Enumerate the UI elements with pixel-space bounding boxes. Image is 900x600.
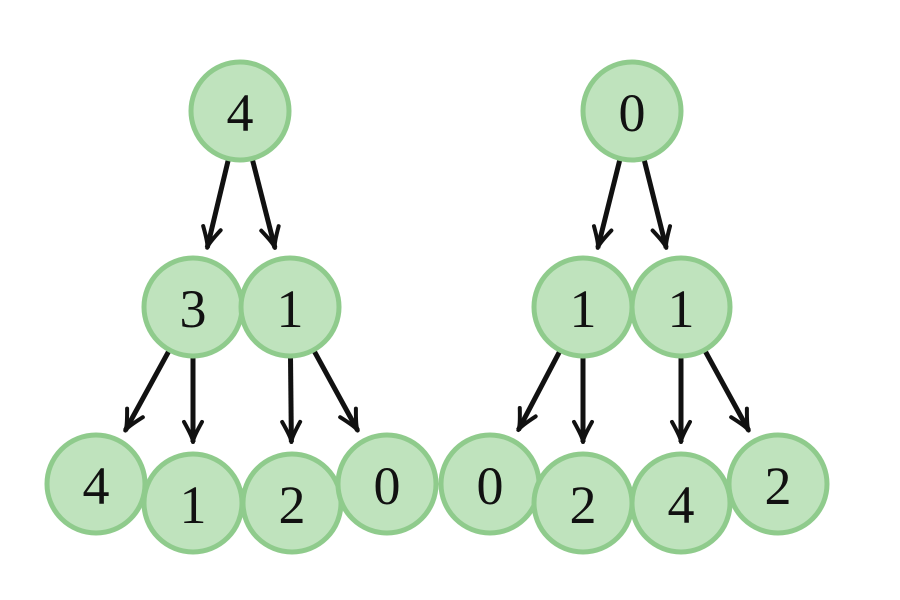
graph-node[interactable]: 0 <box>580 59 684 163</box>
edge-line <box>310 347 360 432</box>
graph-node[interactable]: 1 <box>238 255 342 359</box>
edge-line <box>595 155 624 249</box>
edge-R1-R4 <box>572 354 594 444</box>
node-label: 1 <box>180 475 207 535</box>
graph-node[interactable]: 4 <box>188 59 292 163</box>
node-circle[interactable] <box>726 432 830 536</box>
arrowhead-icon <box>572 419 594 444</box>
edge-line <box>287 353 294 443</box>
node-circle[interactable] <box>335 432 439 536</box>
arrowhead-icon <box>591 224 614 250</box>
graph-node[interactable]: 1 <box>629 255 733 359</box>
node-circle[interactable] <box>188 59 292 163</box>
edge-line <box>516 347 564 432</box>
node-label: 1 <box>570 279 597 339</box>
node-label: 1 <box>668 279 695 339</box>
graph-node[interactable]: 4 <box>629 451 733 555</box>
edge-L1-L4 <box>182 354 204 444</box>
arrowhead-icon <box>670 419 692 444</box>
edge-line <box>640 155 669 249</box>
node-label: 1 <box>277 279 304 339</box>
graph-node[interactable]: 1 <box>141 451 245 555</box>
arrowhead-icon <box>338 406 360 433</box>
edge-L0-L1 <box>201 156 232 250</box>
arrowhead-icon <box>259 224 281 250</box>
edge-R1-R3 <box>516 347 564 432</box>
edge-R2-R5 <box>670 354 692 444</box>
edge-line <box>701 347 751 432</box>
node-label: 4 <box>668 475 695 535</box>
edge-R0-R2 <box>640 155 673 250</box>
node-circle[interactable] <box>629 255 733 359</box>
node-circle[interactable] <box>238 255 342 359</box>
edge-R0-R1 <box>591 155 624 250</box>
arrowhead-icon <box>650 224 673 250</box>
arrowhead-icon <box>182 419 204 444</box>
arrowhead-icon <box>280 419 303 445</box>
edge-L0-L2 <box>249 155 281 250</box>
edge-L1-L3 <box>123 347 173 433</box>
node-label: 2 <box>570 475 597 535</box>
edges-layer <box>123 155 751 445</box>
graph-node[interactable]: 2 <box>726 432 830 536</box>
edge-L2-L5 <box>280 353 303 445</box>
arrowhead-icon <box>516 406 538 432</box>
graph-node[interactable]: 2 <box>531 451 635 555</box>
edge-line <box>123 347 173 432</box>
node-label: 3 <box>180 279 207 339</box>
edge-R2-R6 <box>701 347 751 433</box>
nodes-layer: 4 3 1 4 1 2 0 0 1 1 0 2 4 2 <box>44 59 830 555</box>
node-label: 4 <box>227 83 254 143</box>
node-label: 2 <box>765 456 792 516</box>
graph-node[interactable]: 3 <box>141 255 245 359</box>
node-circle[interactable] <box>44 432 148 536</box>
graph-node[interactable]: 0 <box>335 432 439 536</box>
node-label: 4 <box>83 456 110 516</box>
node-label: 0 <box>477 456 504 516</box>
arrowhead-icon <box>201 224 223 250</box>
graph-node[interactable]: 1 <box>531 255 635 359</box>
arrowhead-icon <box>123 406 145 433</box>
edge-line <box>204 156 232 249</box>
node-label: 0 <box>619 83 646 143</box>
edge-L2-L6 <box>310 347 360 433</box>
graph-node[interactable]: 4 <box>44 432 148 536</box>
node-circle[interactable] <box>580 59 684 163</box>
node-label: 2 <box>279 475 306 535</box>
node-label: 0 <box>374 456 401 516</box>
node-circle[interactable] <box>629 451 733 555</box>
graph-node[interactable]: 0 <box>438 432 542 536</box>
edge-line <box>249 155 278 249</box>
arrowhead-icon <box>729 406 751 433</box>
graph-node[interactable]: 2 <box>240 451 344 555</box>
